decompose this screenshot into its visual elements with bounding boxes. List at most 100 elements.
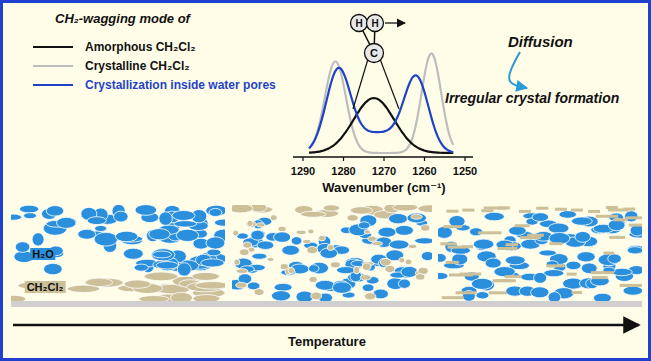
water-grain — [398, 279, 410, 288]
legend-text: Crystallization inside water pores — [85, 78, 276, 92]
atom-circle — [351, 15, 368, 32]
wag-arrow — [385, 22, 405, 23]
legend-title: CH₂-wagging mode of — [55, 11, 190, 26]
water-grain — [177, 263, 191, 276]
ch2cl2-grain — [280, 264, 288, 270]
atom-label: C — [370, 47, 378, 59]
water-grain — [134, 264, 148, 271]
water-grain — [566, 261, 581, 270]
water-grain — [87, 217, 106, 225]
ch2cl2-grain — [421, 225, 430, 232]
water-grain — [577, 252, 595, 262]
water-grain — [358, 222, 370, 229]
water-grain — [378, 227, 396, 237]
ch2cl2-grain — [124, 280, 151, 288]
ch2cl2-crystal — [609, 236, 625, 239]
ch2cl2-grain — [267, 257, 274, 261]
ch2cl2-grain — [192, 272, 219, 280]
node-text: Diffusion — [508, 33, 573, 50]
ch2cl2-grain — [236, 282, 247, 288]
ch2cl2-crystal — [588, 210, 600, 213]
ch2cl2-crystal — [456, 291, 477, 294]
water-grain — [438, 226, 452, 238]
ch2cl2-grain — [170, 292, 192, 301]
ch2cl2-crystal — [520, 236, 541, 239]
water-grain — [571, 217, 592, 225]
water-grain — [78, 229, 96, 239]
water-grain — [549, 232, 570, 244]
ch2cl2-grain — [364, 230, 370, 234]
ch2cl2-grain — [354, 266, 360, 274]
ch2cl2-crystal — [446, 210, 458, 213]
water-grain — [407, 213, 427, 223]
tick-label: 1280 — [331, 165, 355, 177]
ch2cl2-crystal — [536, 207, 548, 210]
water-grain — [172, 210, 195, 220]
ch2cl2-grain — [385, 265, 395, 272]
water-grain — [608, 254, 622, 264]
ch2cl2-grain — [195, 282, 225, 290]
legend-text: Crystalline CH₂Cl₂ — [85, 59, 190, 73]
ch2cl2-grain — [350, 207, 373, 215]
substrate — [11, 301, 642, 307]
ch2cl2-grain — [247, 220, 253, 226]
atom-label: H — [355, 18, 362, 29]
ch2cl2-crystal — [460, 273, 482, 276]
ch2cl2-grain — [380, 259, 391, 266]
ch2cl2-crystal — [443, 225, 462, 228]
ch2cl2-grain — [311, 292, 322, 300]
ch2cl2-grain — [399, 257, 405, 262]
x-axis — [293, 156, 473, 158]
ch2cl2-grain — [270, 215, 277, 221]
ch2cl2-grain — [11, 295, 26, 301]
ch2cl2-crystal — [626, 216, 642, 219]
ch2cl2-crystal — [613, 218, 628, 221]
water-grain — [209, 208, 222, 216]
ch2cl2-crystal — [549, 242, 562, 245]
water-grain — [176, 229, 198, 241]
water-grain — [206, 205, 225, 216]
legend-swatch — [31, 80, 77, 90]
ch2cl2-crystal — [591, 271, 614, 274]
ch2cl2-crystal — [546, 264, 564, 267]
water-grain — [415, 238, 432, 244]
ch2cl2-grain — [240, 249, 249, 256]
ch2cl2-grain — [330, 262, 340, 268]
ch2cl2-grain — [303, 239, 311, 243]
water-grain — [174, 221, 197, 227]
axis-tick — [302, 157, 303, 161]
axis-tick — [464, 157, 465, 161]
ch2cl2-crystal — [596, 215, 618, 218]
water-grain — [532, 213, 549, 222]
water-grain — [206, 237, 225, 249]
ch2cl2-crystal — [498, 247, 518, 250]
water-grain — [332, 282, 351, 294]
water-grain — [291, 237, 302, 245]
water-grain — [43, 263, 62, 274]
water-grain — [505, 256, 525, 265]
ch2cl2-grain — [327, 245, 334, 251]
ch2cl2-crystal — [493, 279, 516, 282]
ch2cl2-grain — [372, 242, 383, 246]
spectrum-curve — [309, 53, 453, 153]
legend-entry: Crystalline CH₂Cl₂ — [31, 59, 190, 73]
ch2cl2-grain — [418, 205, 432, 212]
ch2cl2-grain — [405, 259, 412, 265]
ch2cl2-grain — [232, 205, 253, 213]
layer-panels — [3, 203, 648, 307]
spectrum-curve — [309, 68, 453, 152]
water-grain — [207, 249, 221, 256]
water-grain — [471, 278, 493, 289]
water-grain — [274, 283, 292, 291]
water-grain — [32, 233, 44, 246]
ch2cl2-grain — [300, 211, 326, 217]
water-grain — [56, 217, 75, 228]
ch2cl2-grain — [243, 242, 252, 248]
ch2cl2-crystal — [629, 224, 642, 227]
water-grain — [214, 219, 225, 226]
ch2cl2-grain — [347, 215, 358, 221]
water-grain — [539, 250, 557, 256]
ch2cl2-crystal — [481, 209, 493, 212]
ch2cl2-crystal — [478, 231, 502, 234]
water-grain — [159, 212, 173, 226]
